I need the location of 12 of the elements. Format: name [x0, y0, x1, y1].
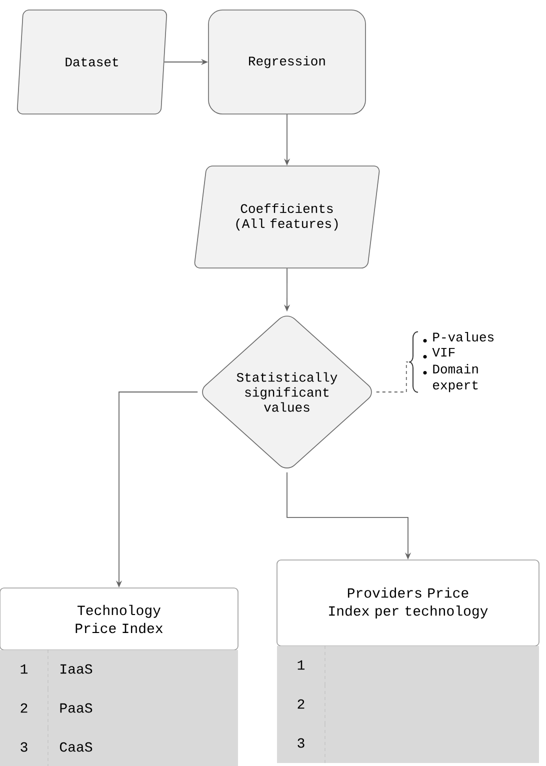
- table-row: 2: [277, 684, 539, 724]
- table-header: Technology Price Index: [0, 588, 238, 650]
- process-box: Regression: [208, 10, 366, 114]
- table-header: Providers Price Index per technology: [276, 560, 540, 646]
- table-row: 1: [277, 646, 539, 686]
- table-row: 3: [277, 724, 539, 764]
- table-row: 3 CaaS: [0, 728, 238, 766]
- bullet-list: P-values VIF Domain expert: [432, 332, 494, 392]
- table-row: 2 PaaS: [0, 688, 238, 728]
- output-parallelogram: Coefficients (All features): [194, 166, 380, 268]
- input-parallelogram: Dataset: [17, 10, 167, 114]
- table-row: 1 IaaS: [0, 650, 238, 690]
